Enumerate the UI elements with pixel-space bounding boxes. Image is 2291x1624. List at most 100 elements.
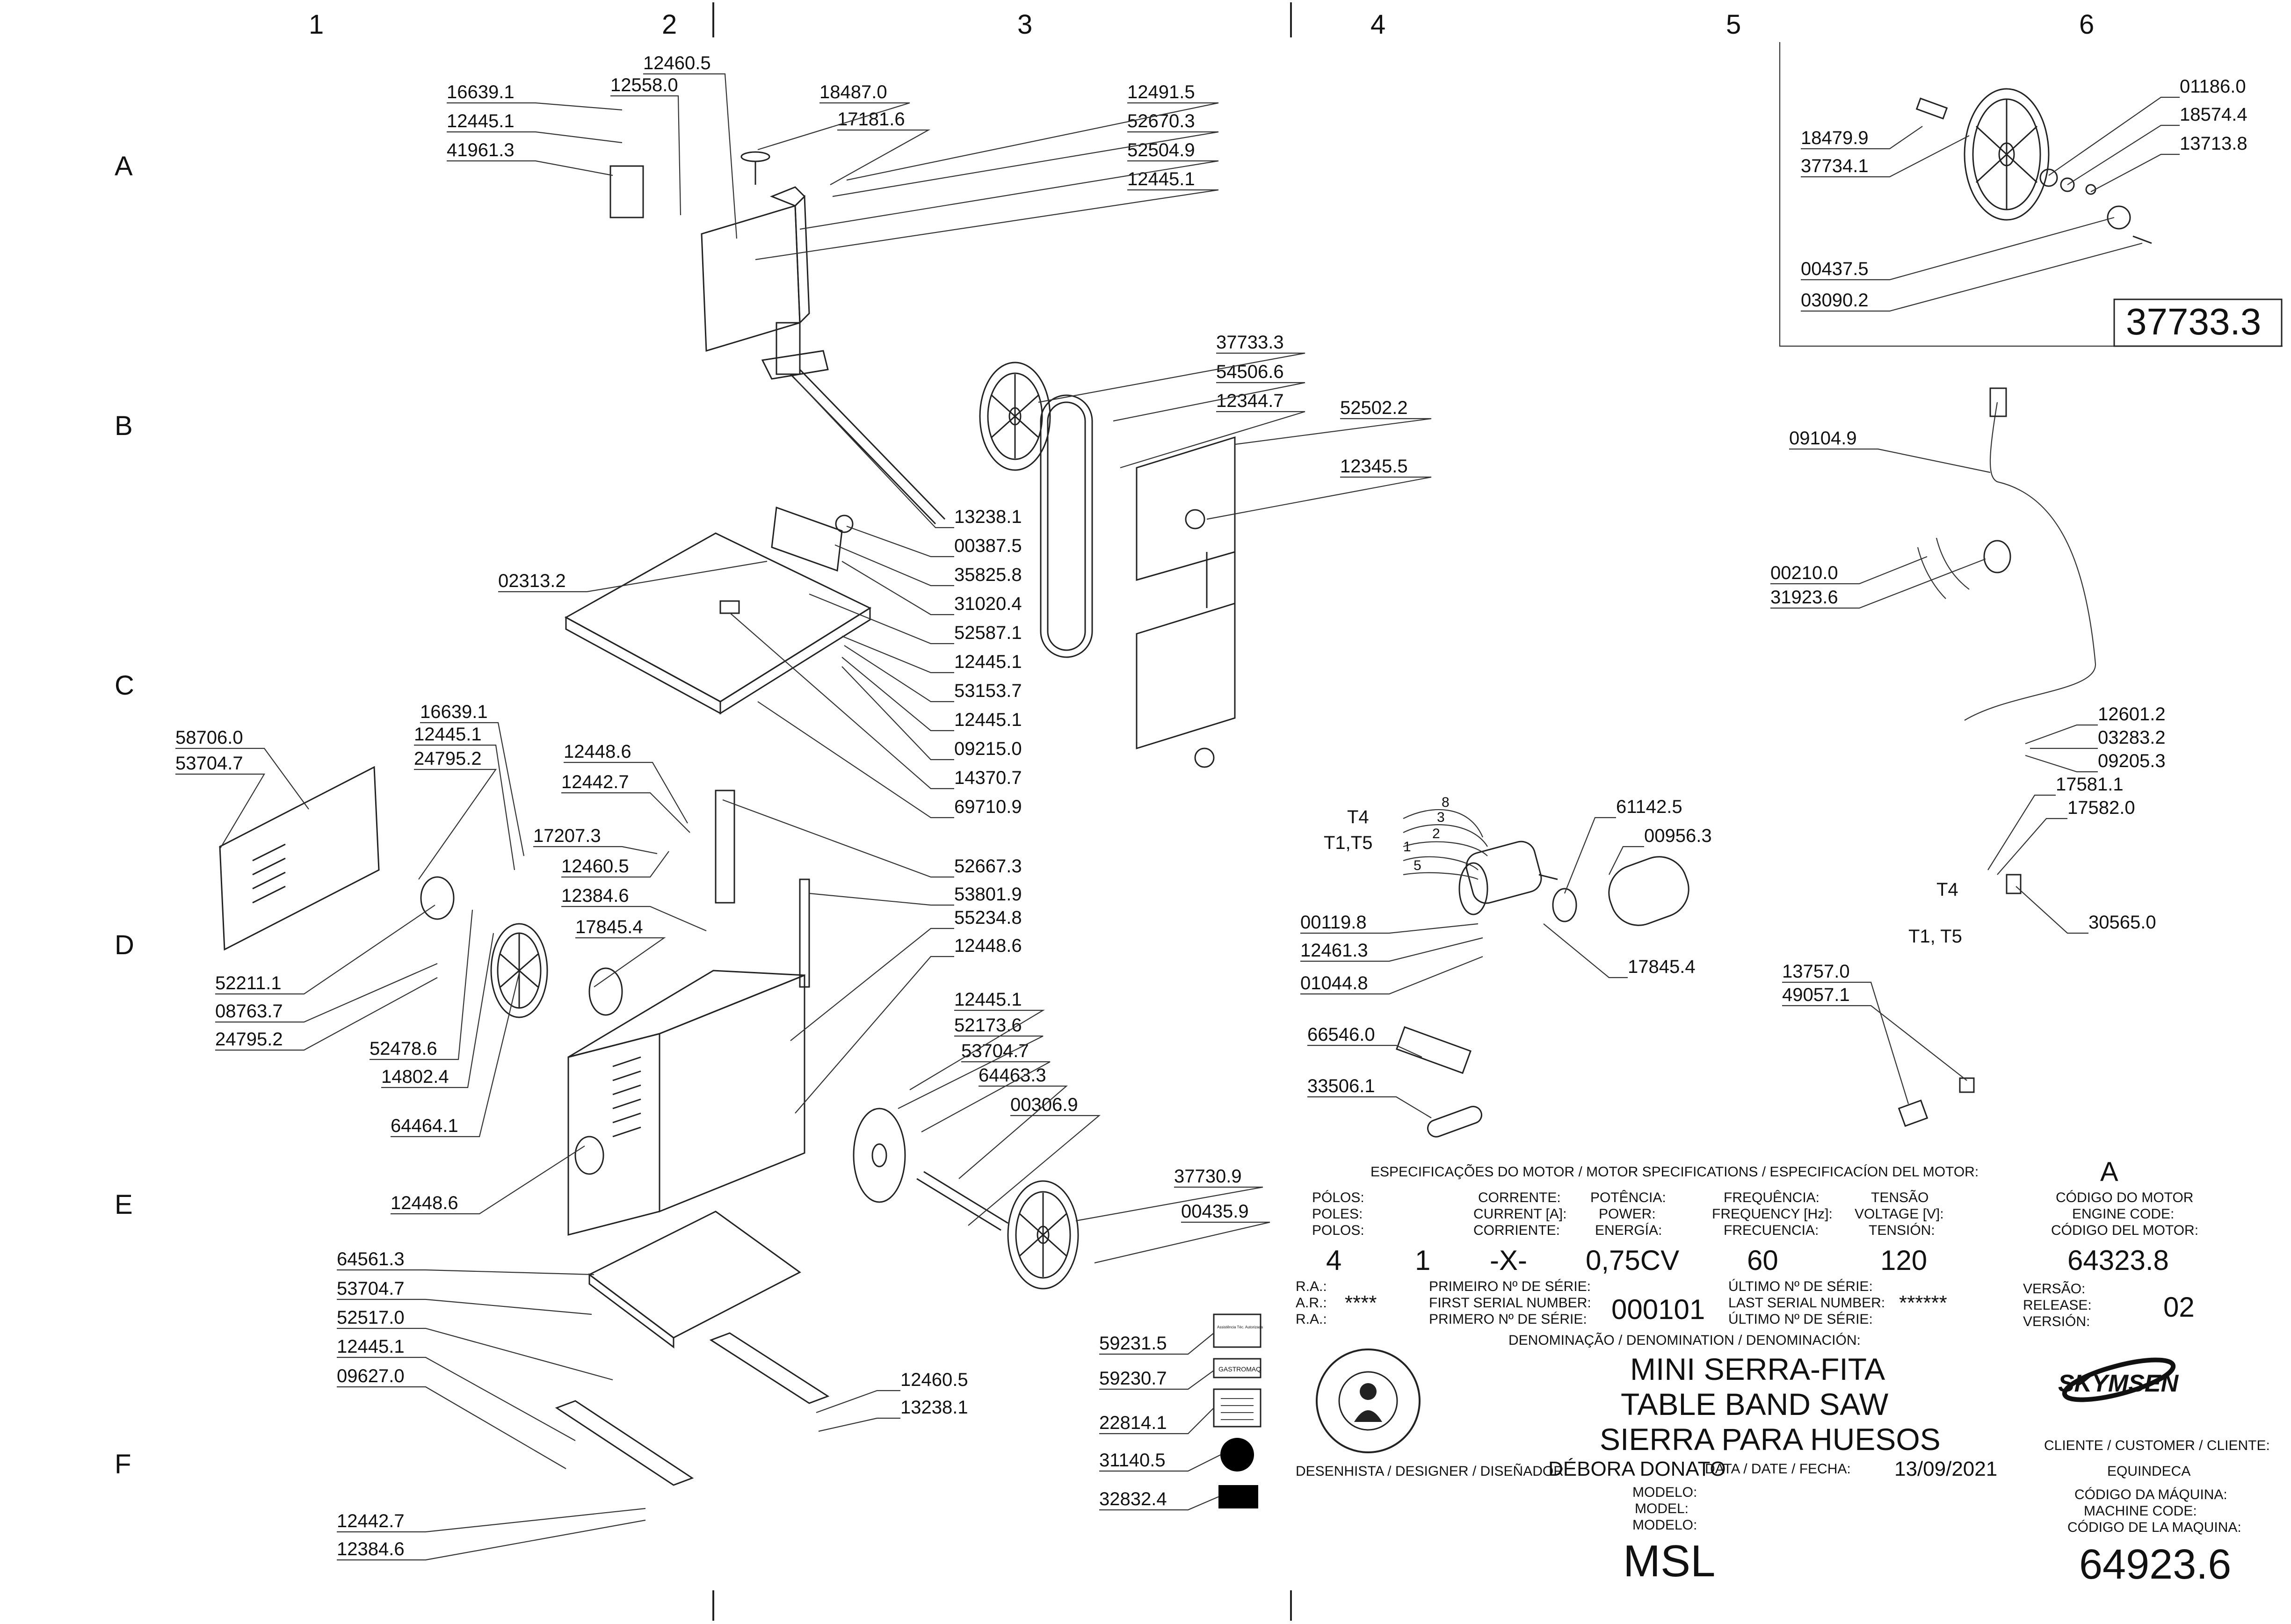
tray (588, 1211, 801, 1348)
part-label: 00437.5 (1801, 259, 1869, 279)
part-label: 08763.7 (215, 1001, 283, 1022)
part-label: 32832.4 (1099, 1489, 1167, 1509)
customer-label: CLIENTE / CUSTOMER / CLIENTE: (2044, 1438, 2270, 1453)
part-label: 09205.3 (2098, 751, 2166, 771)
switch-parts (1898, 874, 2022, 1127)
band-saw-table (564, 506, 872, 715)
power-cord (1917, 387, 2096, 721)
frequency-label: FRECUENCIA: (1724, 1223, 1819, 1238)
frequency-label: FREQUENCY [Hz]: (1712, 1206, 1833, 1222)
part-label: 52504.9 (1127, 140, 1195, 160)
stickers: Assistência Téc. Autorizada GASTROMAQ (1213, 1313, 1263, 1508)
denomination-name-pt: MINI SERRA-FITA (1630, 1352, 1885, 1386)
current-label: CURRENT [A]: (1473, 1206, 1566, 1222)
grid-col-3: 3 (1017, 9, 1032, 40)
terminal-markers: T4 T1,T5 8 3 2 1 5 T4 T1, T5 (1324, 795, 1962, 947)
version-value: 02 (2163, 1291, 2195, 1323)
part-label: 12461.3 (1300, 940, 1368, 961)
authorized-service-seal (1316, 1348, 1421, 1453)
wire-number: 2 (1432, 826, 1440, 841)
grid-col-1: 1 (309, 9, 324, 40)
designer-label: DESENHISTA / DESIGNER / DISEÑADOR: (1296, 1463, 1567, 1479)
voltage-label: TENSÃO (1871, 1189, 1928, 1205)
band-saw-lower-frame (1136, 436, 1236, 768)
part-label: 58706.0 (175, 727, 243, 748)
feet (555, 1332, 830, 1486)
part-label: 37730.9 (1174, 1166, 1242, 1187)
leader-lines (175, 73, 2180, 1561)
part-label: 13238.1 (954, 507, 1022, 527)
power-label: ENERGÍA: (1595, 1223, 1662, 1238)
brand-name: SKYMSEN (2058, 1370, 2179, 1397)
model-label: MODEL: (1635, 1501, 1689, 1516)
poles-label: POLOS: (1312, 1223, 1364, 1238)
first-serial-value: 000101 (1611, 1294, 1705, 1325)
wire-number: 1 (1403, 839, 1411, 855)
last-serial-label: ÚLTIMO Nº DE SÉRIE: (1728, 1279, 1873, 1294)
part-label: 52478.6 (370, 1038, 437, 1059)
part-label: 12448.6 (564, 741, 631, 762)
part-label: 53801.9 (954, 884, 1022, 905)
part-label: 12384.6 (561, 885, 629, 906)
version-label: VERSÃO: (2023, 1281, 2085, 1297)
last-serial-value: ****** (1899, 1291, 1947, 1314)
part-label: 09215.0 (954, 739, 1022, 759)
power-label: POWER: (1599, 1206, 1656, 1222)
version-label: VERSIÓN: (2023, 1314, 2090, 1329)
part-label: 30565.0 (2088, 912, 2156, 933)
wheel-assembly-inset: 37733.3 (1779, 42, 2283, 347)
part-label: 00956.3 (1644, 826, 1712, 846)
part-label: 37734.1 (1801, 156, 1869, 176)
machine-code-label: CÓDIGO DE LA MAQUINA: (2067, 1520, 2241, 1535)
denomination-label: DENOMINAÇÃO / DENOMINATION / DENOMINACIÓ… (1508, 1332, 1861, 1348)
band-wheel-upper (979, 362, 1051, 471)
part-label: 12445.1 (954, 710, 1022, 730)
date-label: DATA / DATE / FECHA: (1705, 1461, 1851, 1477)
part-label: 17845.4 (575, 917, 643, 937)
power-value: 0,75CV (1586, 1245, 1679, 1276)
last-serial-label: LAST SERIAL NUMBER: (1728, 1295, 1885, 1311)
motor-code-label: CÓDIGO DO MOTOR (2056, 1190, 2193, 1205)
part-label: 12442.7 (561, 772, 629, 792)
part-label: 35825.8 (954, 565, 1022, 585)
part-label: 52517.0 (337, 1307, 405, 1328)
part-label: 01044.8 (1300, 973, 1368, 993)
part-labels: 16639.1 12445.1 41961.3 12460.5 12558.0 … (175, 53, 2248, 1559)
part-label: 31923.6 (1770, 587, 1838, 608)
part-label: 64464.1 (391, 1116, 458, 1136)
part-label: 00119.8 (1300, 912, 1367, 933)
model-value: MSL (1623, 1536, 1715, 1586)
motor-code-value: 64323.8 (2067, 1245, 2169, 1276)
part-label: 69710.9 (954, 797, 1022, 817)
band-saw-upper-frame (609, 151, 946, 525)
part-label: 12384.6 (337, 1539, 405, 1559)
date-value: 13/09/2021 (1894, 1457, 1997, 1480)
part-label: 17845.4 (1628, 957, 1696, 977)
side-cover (219, 766, 380, 951)
voltage-label: TENSIÓN: (1869, 1223, 1935, 1238)
drive-pulley-left (420, 876, 623, 1018)
grid-col-6: 6 (2079, 9, 2094, 40)
model-label: MODELO: (1632, 1485, 1697, 1500)
current-value: -X- (1490, 1245, 1527, 1276)
part-label: 12460.5 (561, 856, 629, 877)
part-label: 31020.4 (954, 594, 1022, 614)
part-label: 61142.5 (1616, 797, 1682, 817)
customer-value: EQUINDECA (2107, 1464, 2190, 1479)
denomination-name-en: TABLE BAND SAW (1621, 1387, 1889, 1421)
first-serial-label: PRIMERO Nº DE SÉRIE: (1429, 1312, 1587, 1327)
part-label: 18574.4 (2180, 104, 2248, 125)
wire-number: 5 (1414, 858, 1421, 873)
motor-code-label: ENGINE CODE: (2072, 1206, 2174, 1222)
part-label: 53153.7 (954, 681, 1022, 701)
first-serial-label: PRIMEIRO Nº DE SÉRIE: (1429, 1279, 1591, 1294)
part-label: 52502.2 (1340, 398, 1408, 418)
part-label: 00210.0 (1770, 563, 1838, 583)
designer-name: DÉBORA DONATO (1548, 1457, 1726, 1480)
saw-blade (1040, 394, 1093, 658)
model-label: MODELO: (1632, 1517, 1697, 1533)
frequency-value: 60 (1747, 1245, 1778, 1276)
wire-number: 3 (1437, 810, 1445, 825)
grid-row-d: D (115, 930, 134, 960)
